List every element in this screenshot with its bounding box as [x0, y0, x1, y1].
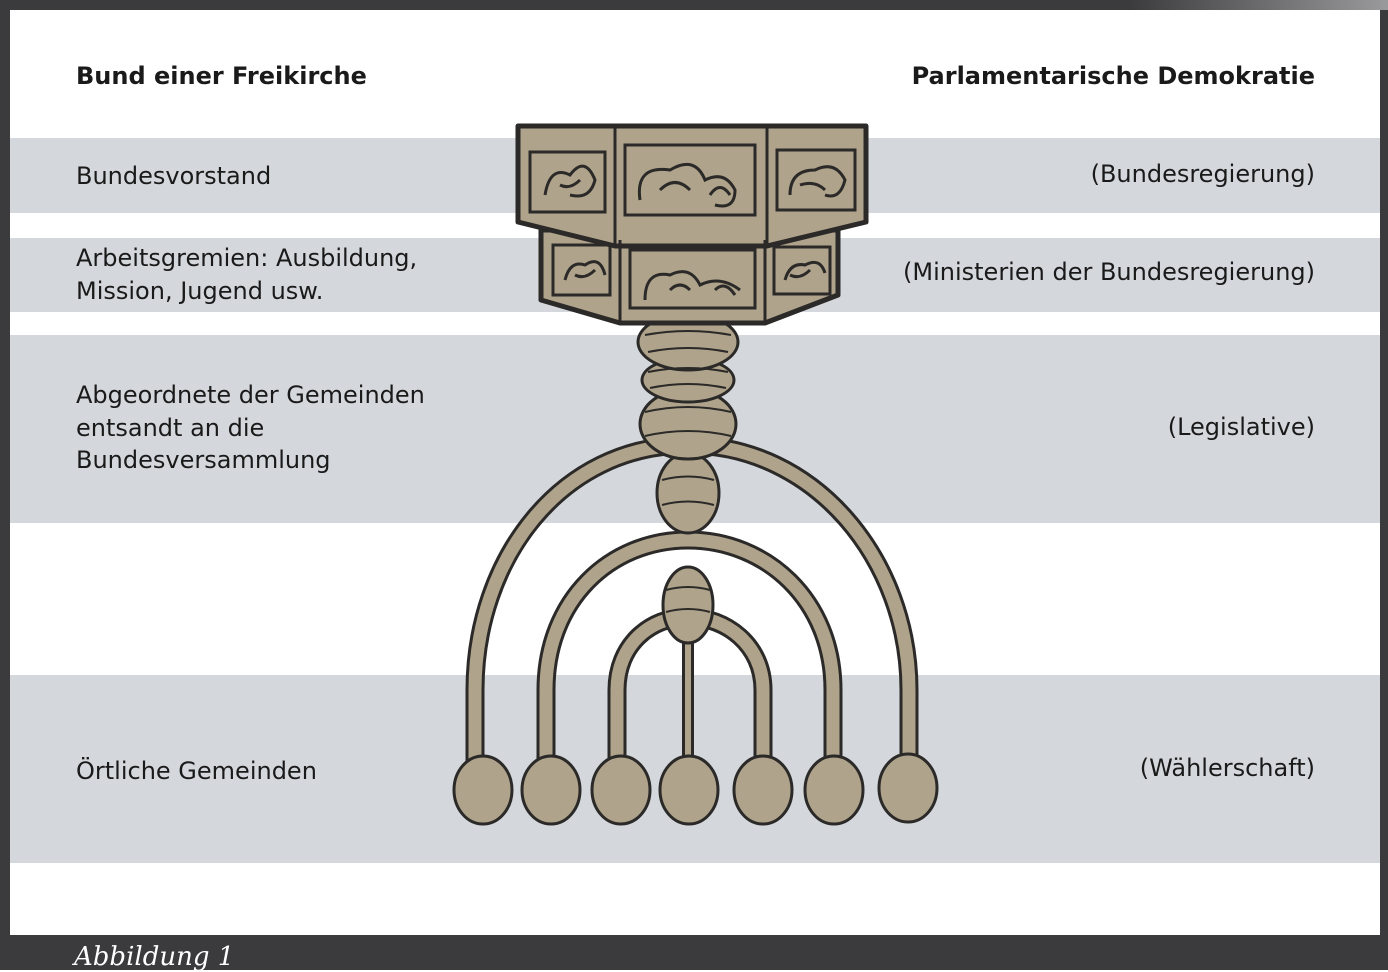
candelabrum-stem: [636, 312, 740, 645]
left-column-header: Bund einer Freikirche: [76, 62, 367, 90]
row-2-right-label: (Ministerien der Bundesregierung): [903, 258, 1315, 286]
candelabrum-lamps: [452, 752, 939, 826]
right-column-header: Parlamentarische Demokratie: [911, 62, 1315, 90]
row-3-right-label: (Legislative): [1167, 413, 1315, 441]
row-4-left-label: Örtliche Gemeinden: [76, 757, 317, 785]
row-1-left-label: Bundesvorstand: [76, 162, 272, 190]
row-3-left-label: Abgeordnete der Gemeinden entsandt an di…: [76, 381, 425, 474]
stem-hatching: [644, 330, 732, 613]
row-4-right-label: (Wählerschaft): [1139, 754, 1315, 782]
crown-panels: [528, 128, 857, 321]
figure-caption: Abbildung 1: [74, 942, 235, 972]
row-1-right-label: (Bundesregierung): [1090, 160, 1315, 188]
row-2-left-label: Arbeitsgremien: Ausbildung, Mission, Jug…: [76, 244, 418, 305]
frame-corner-gradient: [1128, 0, 1388, 10]
